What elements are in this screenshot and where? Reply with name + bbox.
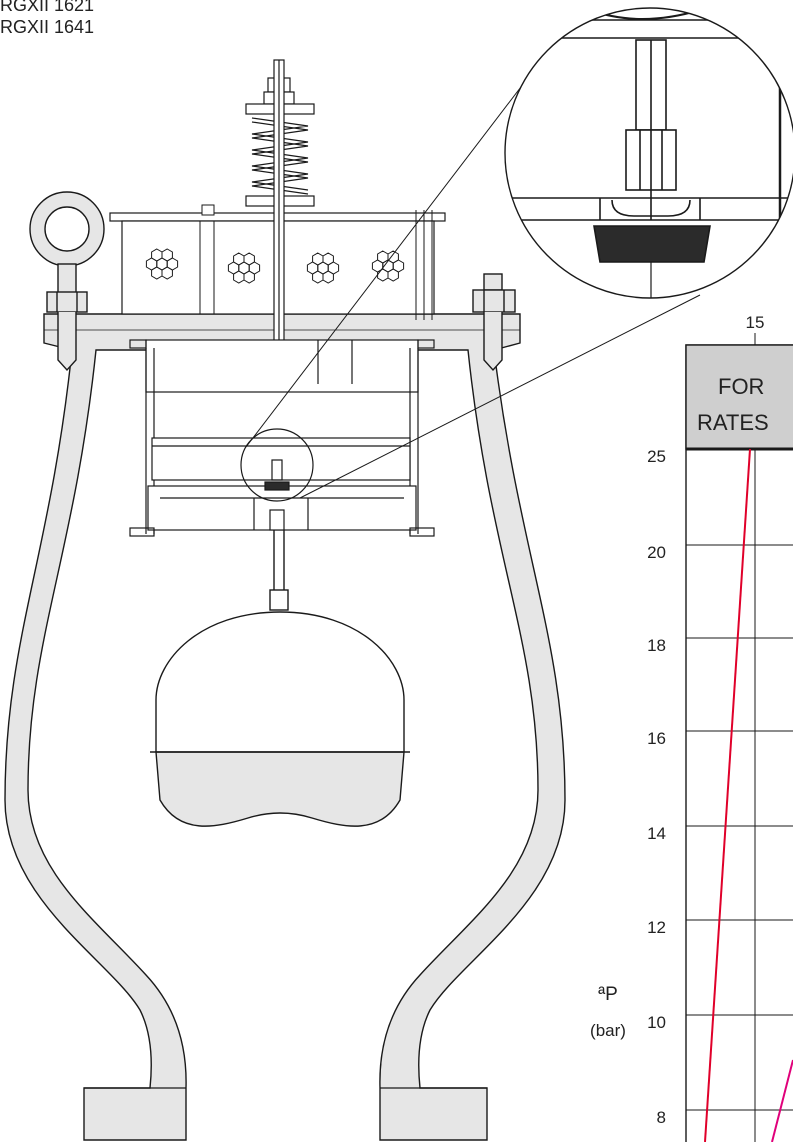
valve-body-outline <box>4 313 566 1141</box>
float-ball <box>150 530 410 827</box>
seal-gasket <box>593 225 711 263</box>
stud-bolt-right <box>472 273 516 372</box>
lifting-eye <box>29 191 105 372</box>
model-number-1: RGXII 1621 <box>0 0 95 15</box>
chart-header <box>685 344 793 450</box>
red-curve <box>704 448 751 1142</box>
chart-gridlines <box>686 544 793 1111</box>
y-tick-label: 16 <box>647 729 666 748</box>
chart-header-line-1: FOR <box>718 374 764 399</box>
detail-leader-lines <box>245 61 701 499</box>
y-tick-label: 8 <box>657 1108 666 1127</box>
y-tick-label: 14 <box>647 824 666 843</box>
float-cage <box>129 339 435 537</box>
y-tick-label: 25 <box>647 447 666 466</box>
y-tick-label: 12 <box>647 918 666 937</box>
chart-top-tick-label: 15 <box>746 313 765 332</box>
y-axis-unit: (bar) <box>590 1021 626 1040</box>
model-number-2: RGXII 1641 <box>0 17 95 37</box>
magenta-curve <box>771 1059 793 1142</box>
chart-y-ticks: 25 20 18 16 14 12 10 8 <box>647 447 666 1127</box>
y-tick-label: 20 <box>647 543 666 562</box>
detail-magnified-view <box>504 7 793 299</box>
y-tick-label: 10 <box>647 1013 666 1032</box>
y-axis-label: ªP <box>598 984 618 1005</box>
chart-header-line-2: RATES <box>697 410 769 435</box>
pressure-chart: 15 FOR RATES 25 20 18 16 14 12 10 8 ªP (bar) <box>590 313 793 1142</box>
y-tick-label: 18 <box>647 636 666 655</box>
